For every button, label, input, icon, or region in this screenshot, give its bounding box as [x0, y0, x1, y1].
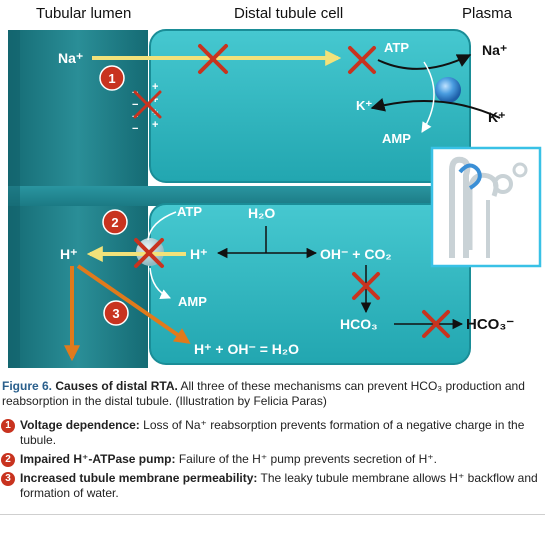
badge-2: 2	[102, 209, 128, 235]
item-number-badge: 3	[1, 472, 15, 486]
badge-3: 3	[103, 300, 129, 326]
amp-top-label: AMP	[382, 131, 411, 146]
svg-text:3: 3	[112, 306, 119, 321]
na-x-mark	[198, 44, 228, 74]
header-lumen: Tubular lumen	[36, 5, 131, 22]
item-number-badge: 1	[1, 419, 15, 433]
distal-rta-diagram: Tubular lumen Distal tubule cell Plasma …	[8, 5, 542, 368]
oh-co2-label: OH⁻ + CO₂	[320, 246, 392, 262]
hco3-formation-x-mark	[352, 272, 380, 300]
na-plasma-label: Na⁺	[482, 42, 507, 58]
mechanism-list: 1 Voltage dependence: Loss of Na⁺ reabso…	[0, 418, 540, 505]
distal-cell-bottom	[149, 203, 471, 365]
item-text: The leaky tubule membrane allows H⁺ back…	[20, 471, 538, 500]
na-k-pump	[435, 77, 461, 103]
svg-text:−: −	[132, 123, 138, 135]
svg-text:+: +	[152, 94, 158, 106]
h-lumen-label: H⁺	[60, 246, 78, 262]
water-eq-label: H⁺ + OH⁻ = H₂O	[194, 341, 299, 357]
atp-mid-label: ATP	[177, 204, 202, 219]
nephron-inset	[430, 146, 542, 268]
h-cell-label: H⁺	[190, 246, 208, 262]
figure-number: Figure 6.	[2, 379, 53, 393]
figure-body: All three of these mechanisms can preven…	[2, 379, 525, 408]
item-number-badge: 2	[1, 453, 15, 467]
svg-text:2: 2	[111, 215, 118, 230]
list-item: 2 Impaired H⁺-ATPase pump: Failure of th…	[0, 452, 540, 467]
na-x-mark-membrane	[348, 46, 376, 74]
item-heading: Impaired H⁺-ATPase pump:	[20, 452, 176, 466]
h-pump-x-mark	[134, 238, 164, 268]
item-heading: Voltage dependence:	[20, 418, 140, 432]
svg-text:−: −	[132, 99, 138, 111]
h-leak-arrow	[76, 264, 191, 344]
hco3-plasma-label: HCO₃⁻	[466, 316, 514, 333]
badge-1: 1	[99, 65, 125, 91]
na-lumen-label: Na⁺	[58, 50, 83, 66]
header-plasma: Plasma	[462, 5, 513, 22]
charge-x-mark	[133, 90, 162, 119]
intercellular-band	[8, 186, 478, 206]
svg-text:+: +	[152, 119, 158, 131]
figure-title: Causes of distal RTA.	[55, 379, 178, 393]
amp-mid-label: AMP	[178, 294, 207, 309]
svg-text:1: 1	[108, 71, 115, 86]
svg-text:+: +	[152, 81, 158, 93]
list-item: 1 Voltage dependence: Loss of Na⁺ reabso…	[0, 418, 540, 448]
atp-top-label: ATP	[384, 40, 409, 55]
k-cell-label: K⁺	[356, 98, 372, 113]
item-heading: Increased tubule membrane permeability:	[20, 471, 258, 485]
distal-cell-top	[149, 29, 471, 183]
item-text: Failure of the H⁺ pump prevents secretio…	[178, 452, 437, 466]
figure-caption: Figure 6. Causes of distal RTA. All thre…	[2, 379, 542, 409]
hco3-cell-label: HCO₃	[340, 316, 378, 332]
k-plasma-label: K⁺	[488, 109, 506, 125]
hco3-reabsorption-x-mark	[422, 310, 450, 338]
h2o-label: H₂O	[248, 205, 275, 221]
bottom-divider	[0, 514, 545, 515]
list-item: 3 Increased tubule membrane permeability…	[0, 471, 540, 501]
item-text: Loss of Na⁺ reabsorption prevents format…	[20, 418, 525, 447]
header-cell: Distal tubule cell	[234, 5, 343, 22]
